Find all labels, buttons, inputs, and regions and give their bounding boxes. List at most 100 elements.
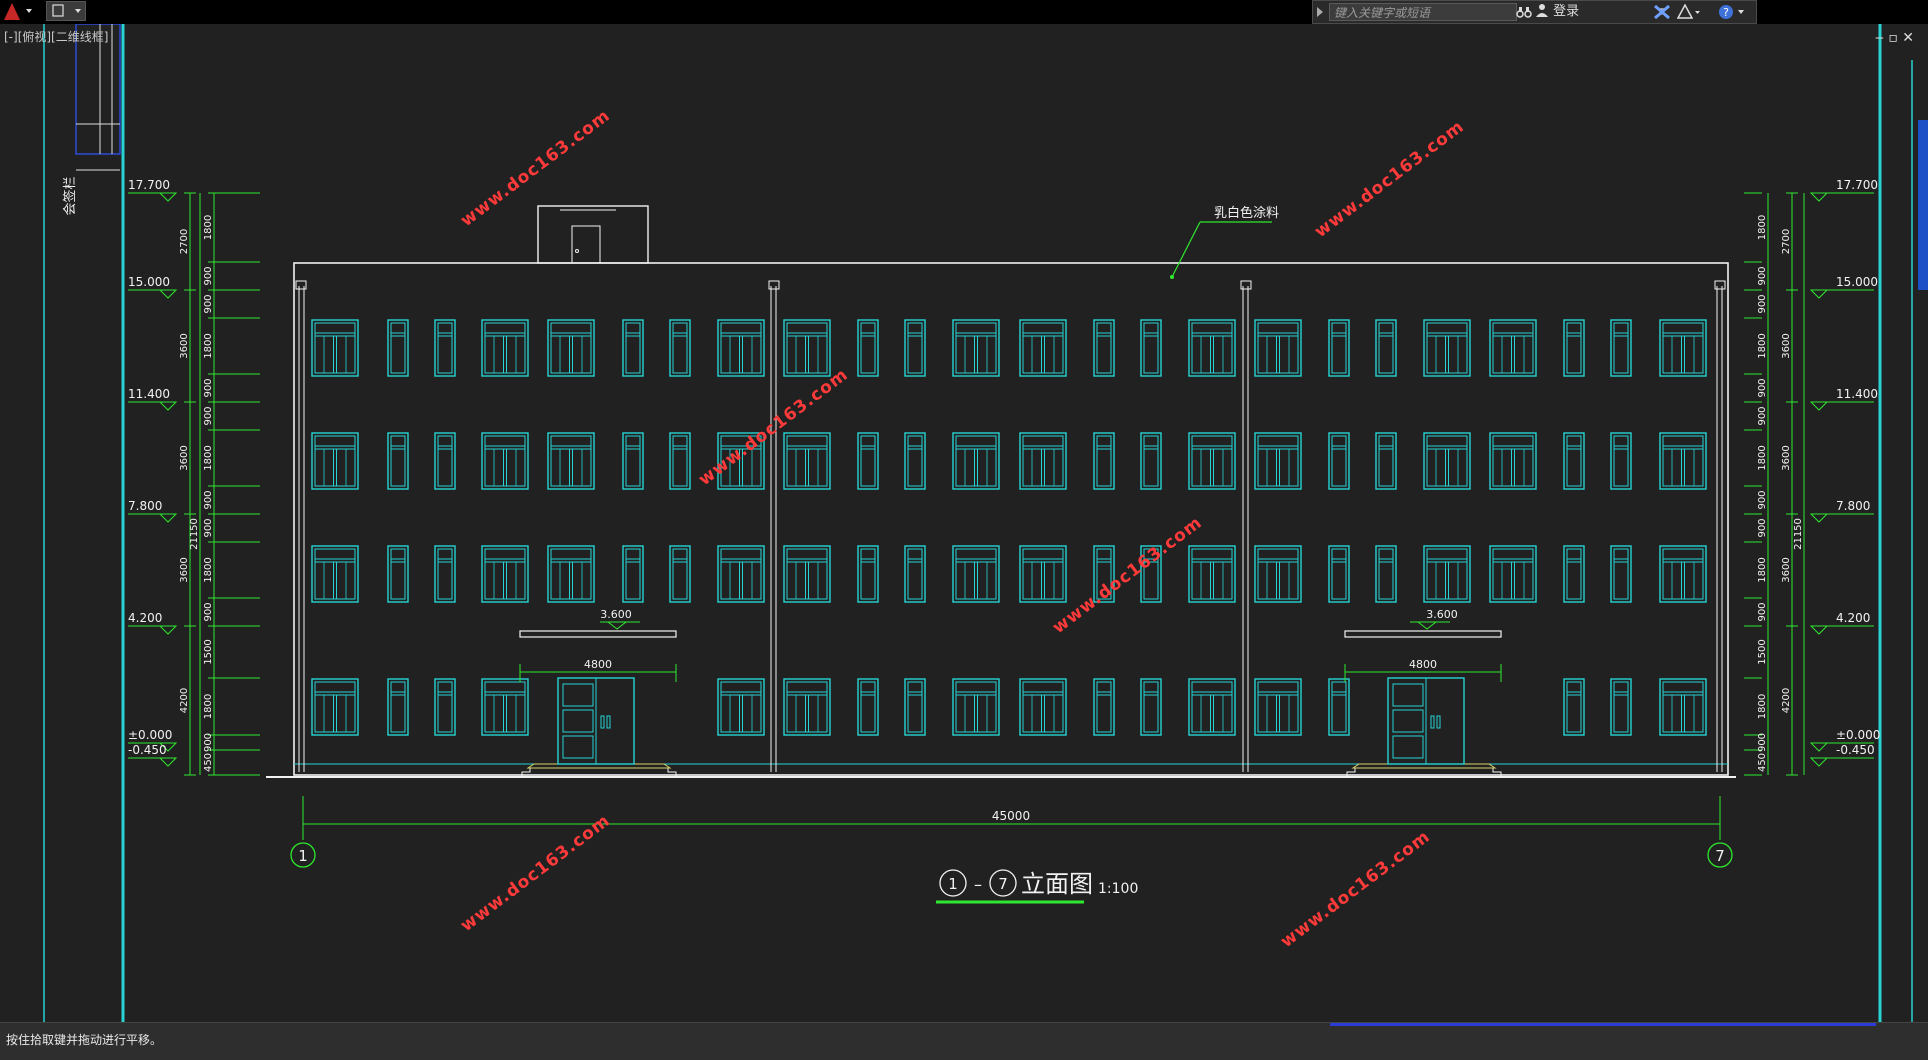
- watermark-5: www.doc163.com: [457, 811, 614, 936]
- narrow-window: [1093, 432, 1115, 490]
- narrow-window: [434, 678, 456, 736]
- narrow-window: [387, 432, 409, 490]
- narrow-window: [669, 545, 691, 603]
- double-window: [311, 678, 359, 736]
- outer-dimension-label: 2700: [1781, 229, 1792, 254]
- title-bar: 键入关键字或短语 登录 ▼ ?: [0, 0, 1928, 24]
- elevation-label: 17.700: [1836, 178, 1878, 192]
- window-grid[interactable]: [311, 319, 1707, 736]
- command-line: 按住拾取键并拖动进行平移。: [0, 1022, 1928, 1060]
- inner-dimension-label: 900: [1757, 266, 1768, 285]
- exchange-icon[interactable]: [1653, 4, 1671, 20]
- outer-dimension-label: 2700: [179, 229, 190, 254]
- inner-dimension-label: 900: [203, 602, 214, 621]
- title-axis-start: 1: [948, 875, 958, 893]
- inner-dimension-label: 1800: [1757, 557, 1768, 582]
- double-window: [1489, 432, 1537, 490]
- double-window: [1659, 432, 1707, 490]
- watermark-6: www.doc163.com: [1277, 827, 1434, 952]
- elevation-label: -0.450: [128, 743, 167, 757]
- drawing-window-controls[interactable]: ‒ ▫ ✕: [1874, 30, 1914, 46]
- inner-dimension-label: 900: [1757, 406, 1768, 425]
- double-window: [1188, 545, 1236, 603]
- viewport-controls-label[interactable]: [-][俯视][二维线框]: [4, 30, 109, 44]
- inner-dimension-label: 1800: [203, 445, 214, 470]
- building-elevation[interactable]: [266, 205, 1736, 778]
- narrow-window: [622, 319, 644, 377]
- stay-connected-icon[interactable]: [1677, 4, 1701, 20]
- outer-dimension-label: 4200: [179, 688, 190, 713]
- level-marker: [1809, 625, 1829, 635]
- level-marker: [1809, 289, 1829, 299]
- inner-dimension-label: 1500: [203, 639, 214, 664]
- outer-dimension-label: 3600: [1781, 557, 1792, 582]
- inner-dimension-label: 1800: [203, 694, 214, 719]
- outer-dimension-label: 3600: [1781, 445, 1792, 470]
- binoculars-icon[interactable]: [1516, 4, 1532, 20]
- double-window: [1423, 545, 1471, 603]
- status-strip: [1330, 1023, 1876, 1026]
- app-menu-button[interactable]: [2, 1, 36, 21]
- narrow-window: [1328, 319, 1350, 377]
- search-input[interactable]: 键入关键字或短语: [1329, 3, 1517, 21]
- double-window: [1254, 678, 1302, 736]
- elevation-label: ±0.000: [128, 728, 172, 742]
- svg-text:?: ?: [1723, 6, 1729, 19]
- quick-access-toolbar[interactable]: [46, 1, 86, 21]
- outer-dimension-label: 3600: [179, 445, 190, 470]
- watermark-3: www.doc163.com: [695, 365, 852, 490]
- canopy-dimensions: 4800 4800 3.600 3.600: [519, 608, 1502, 682]
- narrow-window: [1093, 678, 1115, 736]
- inner-dimension-label: 900: [1757, 378, 1768, 397]
- double-window: [1019, 319, 1067, 377]
- drawing-title: 1 – 7 立面图 1:100: [936, 869, 1138, 904]
- narrow-window: [387, 319, 409, 377]
- save-icon: [52, 4, 81, 17]
- inner-dimension-label: 1800: [1757, 694, 1768, 719]
- narrow-window: [434, 545, 456, 603]
- double-window: [1423, 432, 1471, 490]
- canopy-width-right: 4800: [1409, 658, 1437, 671]
- login-label: 登录: [1553, 4, 1580, 19]
- double-window: [1659, 678, 1707, 736]
- double-window: [783, 678, 831, 736]
- left-dimension-chain: 1800900900180090090018009009001800900150…: [128, 178, 260, 776]
- double-window: [1254, 319, 1302, 377]
- double-window: [1188, 432, 1236, 490]
- double-window: [1019, 432, 1067, 490]
- narrow-window: [1093, 319, 1115, 377]
- outer-dimension-label: 4200: [1781, 688, 1792, 713]
- expand-arrow-icon[interactable]: [1315, 6, 1325, 18]
- double-window: [783, 432, 831, 490]
- narrow-window: [904, 678, 926, 736]
- level-marker: [158, 192, 178, 202]
- double-window: [952, 432, 1000, 490]
- title-dash: –: [974, 875, 982, 894]
- inner-dimension-label: 900: [203, 378, 214, 397]
- double-window: [717, 545, 765, 603]
- inner-dimension-label: 1800: [203, 557, 214, 582]
- narrow-window: [1563, 678, 1585, 736]
- inner-dimension-label: 450: [203, 753, 214, 772]
- elevation-label: 17.700: [128, 178, 170, 192]
- level-marker: [1809, 513, 1829, 523]
- elevation-label: 11.400: [128, 387, 170, 401]
- drawing-canvas[interactable]: 会签栏: [0, 24, 1928, 1022]
- narrow-window: [1328, 432, 1350, 490]
- double-window: [717, 319, 765, 377]
- narrow-window: [857, 432, 879, 490]
- inner-dimension-label: 900: [203, 733, 214, 752]
- inner-dimension-label: 450: [1757, 753, 1768, 772]
- overall-width-dimension: 45000 1 7: [290, 796, 1733, 868]
- elevation-label: 7.800: [128, 499, 162, 513]
- level-marker: [1809, 757, 1829, 767]
- narrow-window: [904, 319, 926, 377]
- double-window: [1489, 545, 1537, 603]
- double-window: [1019, 545, 1067, 603]
- double-window: [311, 545, 359, 603]
- outer-dimension-label: 3600: [1781, 333, 1792, 358]
- help-icon[interactable]: ?: [1717, 3, 1747, 21]
- narrow-window: [904, 432, 926, 490]
- infocenter-toolbar: 键入关键字或短语 登录 ▼ ?: [1312, 0, 1757, 24]
